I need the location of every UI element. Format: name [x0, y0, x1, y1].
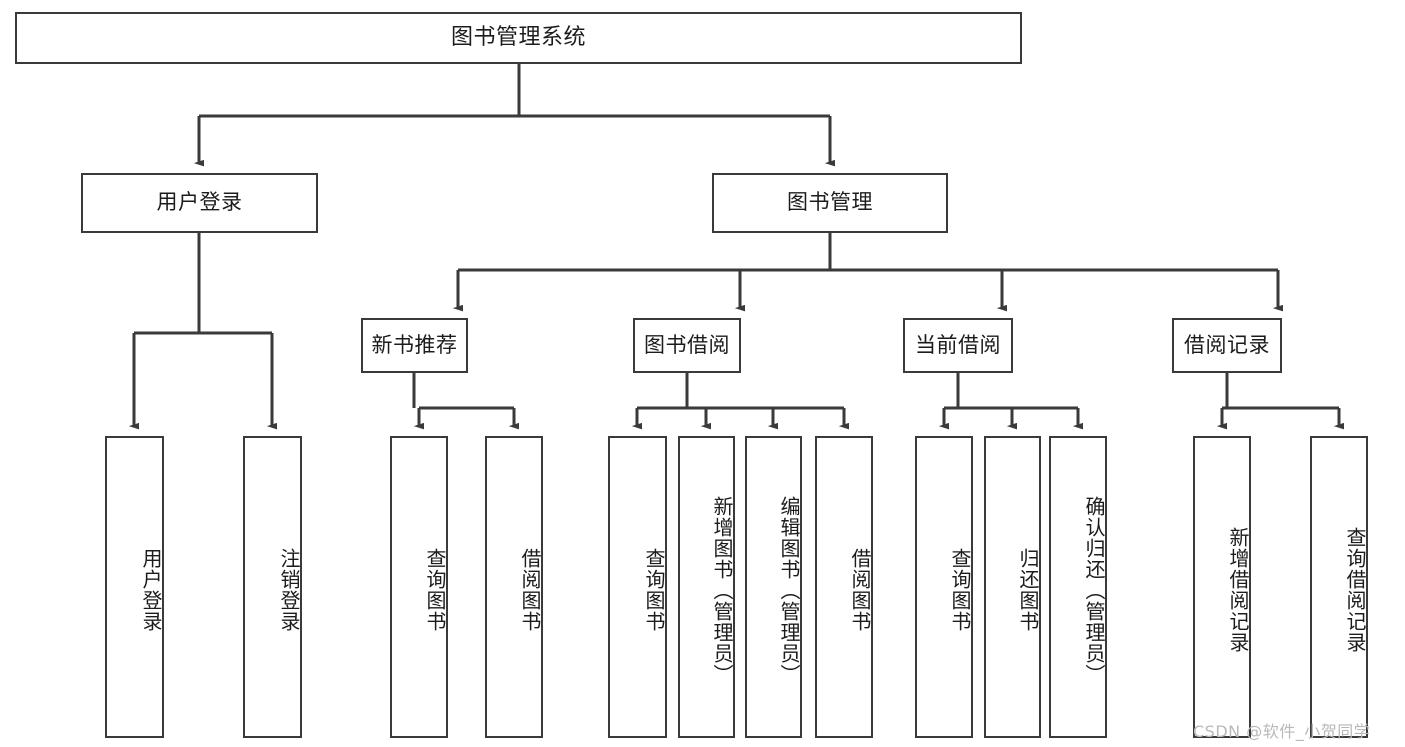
node-label: 查询图书 [948, 548, 972, 632]
node-leaf-query-book-recommend[interactable]: 查询图书 [390, 436, 448, 738]
node-label: 查询借阅记录 [1343, 527, 1367, 653]
node-label: 借阅图书 [848, 548, 872, 632]
node-label: 确认归还（管理员） [1082, 495, 1106, 685]
node-book-management[interactable]: 图书管理 [712, 173, 948, 233]
node-current-borrow[interactable]: 当前借阅 [903, 318, 1013, 373]
node-label: 用户登录 [139, 548, 163, 632]
node-root-book-management-system[interactable]: 图书管理系统 [15, 12, 1022, 64]
node-leaf-confirm-return-admin[interactable]: 确认归还（管理员） [1049, 436, 1107, 738]
node-leaf-user-login[interactable]: 用户登录 [105, 436, 164, 738]
node-label: 图书借阅 [644, 332, 730, 357]
node-label: 归还图书 [1016, 548, 1040, 632]
node-label: 新增借阅记录 [1226, 527, 1250, 653]
node-label: 借阅图书 [518, 548, 542, 632]
node-leaf-add-borrow-record[interactable]: 新增借阅记录 [1193, 436, 1251, 738]
node-label: 图书管理 [787, 190, 873, 215]
node-label: 新书推荐 [371, 332, 458, 357]
node-label: 编辑图书（管理员） [777, 495, 801, 685]
csdn-watermark: CSDN @软件_小贺同学 [1193, 722, 1371, 741]
node-label: 查询图书 [423, 548, 447, 632]
node-leaf-return-book[interactable]: 归还图书 [984, 436, 1041, 738]
node-leaf-edit-book-admin[interactable]: 编辑图书（管理员） [745, 436, 802, 738]
node-leaf-borrow-book[interactable]: 借阅图书 [815, 436, 873, 738]
node-label: 借阅记录 [1184, 332, 1270, 357]
node-label: 图书管理系统 [450, 24, 586, 50]
node-book-borrow[interactable]: 图书借阅 [633, 318, 741, 373]
node-borrow-record[interactable]: 借阅记录 [1172, 318, 1282, 373]
node-label: 新增图书（管理员） [710, 495, 734, 685]
node-label: 查询图书 [642, 548, 666, 632]
node-leaf-query-book-current[interactable]: 查询图书 [915, 436, 973, 738]
node-label: 注销登录 [277, 548, 301, 632]
node-leaf-query-book-borrow[interactable]: 查询图书 [608, 436, 667, 738]
node-leaf-user-logout[interactable]: 注销登录 [243, 436, 302, 738]
node-label: 当前借阅 [915, 332, 1001, 357]
node-leaf-query-borrow-record[interactable]: 查询借阅记录 [1310, 436, 1368, 738]
node-user-login[interactable]: 用户登录 [81, 173, 318, 233]
node-label: 用户登录 [156, 190, 243, 215]
node-new-book-recommend[interactable]: 新书推荐 [361, 318, 468, 373]
node-leaf-borrow-book-recommend[interactable]: 借阅图书 [485, 436, 543, 738]
node-leaf-add-book-admin[interactable]: 新增图书（管理员） [678, 436, 735, 738]
